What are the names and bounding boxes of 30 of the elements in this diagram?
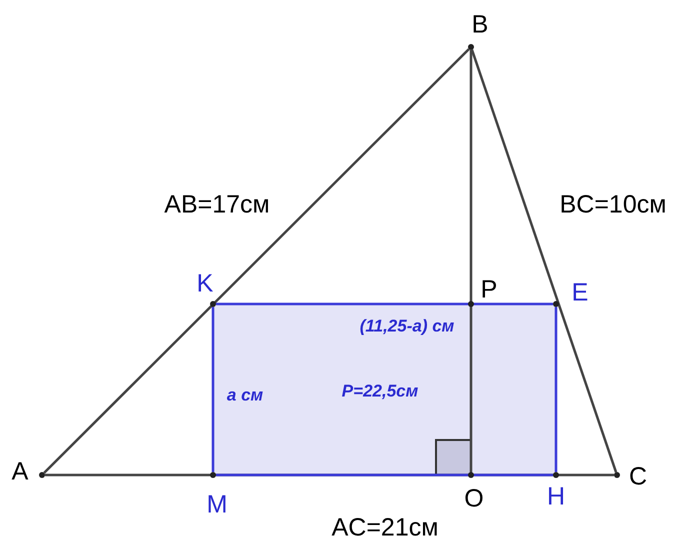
point-dot — [468, 301, 474, 307]
point-dot — [614, 472, 620, 478]
point-dot — [210, 301, 216, 307]
line-segment — [470, 50, 472, 472]
point-dot — [39, 472, 45, 478]
point-dot — [210, 472, 216, 478]
line-segment — [216, 302, 553, 306]
side-length-label: AB=17см — [164, 192, 270, 218]
perimeter-label: P=22,5см — [342, 382, 418, 400]
point-label: A — [12, 460, 28, 484]
point-label: E — [572, 280, 588, 306]
side-length-label: AC=21см — [332, 516, 438, 540]
point-label: H — [546, 484, 566, 510]
point-label: C — [628, 464, 648, 490]
point-label: P — [480, 278, 498, 302]
point-label: O — [464, 486, 484, 512]
point-dot — [553, 472, 559, 478]
point-dot — [468, 44, 474, 50]
side-length-label: a см — [226, 386, 264, 404]
line-segment — [554, 307, 558, 472]
line-segment — [216, 474, 553, 476]
point-label: B — [472, 12, 488, 38]
point-dot — [553, 301, 559, 307]
point-label: K — [196, 272, 214, 296]
side-length-label: BC=10см — [560, 192, 666, 218]
line-segment — [470, 49, 618, 473]
line-segment — [212, 307, 214, 472]
point-label: M — [206, 492, 228, 518]
length-expression: (11,25-a) см — [360, 318, 454, 334]
line-segment — [43, 48, 470, 474]
